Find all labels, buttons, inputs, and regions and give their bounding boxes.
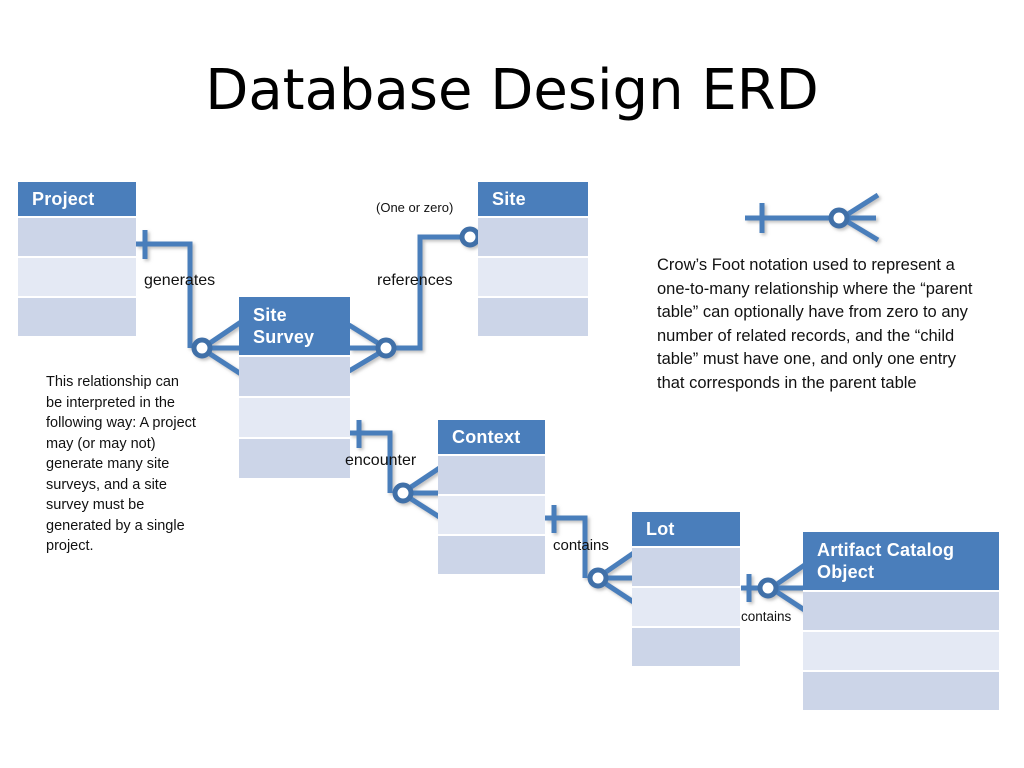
entity-site-survey-row-3 (239, 437, 350, 478)
entity-site-survey-name-line2: Survey (253, 327, 315, 347)
relationship-label-contains-artifact: contains (741, 609, 792, 624)
connector-contains-artifact (741, 561, 808, 614)
legend-crowsfoot-symbol (745, 192, 880, 243)
entity-context-row-3 (438, 534, 545, 574)
entity-site[interactable]: Site (478, 182, 588, 336)
entity-artifact-row-2 (803, 630, 999, 670)
entity-site-row-1 (478, 216, 588, 256)
entity-context-header: Context (438, 420, 545, 454)
entity-artifact-row-1 (803, 590, 999, 630)
entity-site-survey-header: Site Survey (239, 297, 350, 355)
entity-site-survey-row-1 (239, 355, 350, 396)
entity-project-row-3 (18, 296, 136, 336)
entity-site-survey-name-line1: Site (253, 305, 287, 325)
entity-artifact-row-3 (803, 670, 999, 710)
relationship-label-contains-lot: contains (553, 537, 609, 554)
entity-artifact-catalog-object-header: Artifact Catalog Object (803, 532, 999, 590)
entity-context-row-1 (438, 454, 545, 494)
annotation-one-or-zero: (One or zero) (376, 200, 454, 215)
annotation-legend-note: Crow’s Foot notation used to represent a… (657, 256, 973, 392)
entity-context[interactable]: Context (438, 420, 545, 574)
entity-lot-row-2 (632, 586, 740, 626)
entity-project-row-2 (18, 256, 136, 296)
entity-site-header: Site (478, 182, 588, 216)
entity-artifact-catalog-object[interactable]: Artifact Catalog Object (803, 532, 999, 710)
entity-project-header: Project (18, 182, 136, 216)
relationship-label-generates: generates (144, 272, 216, 289)
entity-context-row-2 (438, 494, 545, 534)
page-title: Database Design ERD (205, 58, 819, 123)
entity-lot-row-1 (632, 546, 740, 586)
entity-site-row-2 (478, 256, 588, 296)
entity-artifact-name-line2: Object (817, 562, 875, 582)
entity-project-row-1 (18, 216, 136, 256)
entity-site-survey[interactable]: Site Survey (239, 297, 350, 478)
entity-project[interactable]: Project (18, 182, 136, 336)
entity-site-survey-row-2 (239, 396, 350, 437)
relationship-label-encounter: encounter (345, 452, 417, 469)
connector-references (347, 226, 481, 374)
entity-lot[interactable]: Lot (632, 512, 740, 666)
entity-lot-row-3 (632, 626, 740, 666)
relationship-label-references: references (377, 272, 453, 289)
entity-artifact-name-line1: Artifact Catalog (817, 540, 955, 560)
entity-lot-header: Lot (632, 512, 740, 546)
connector-generates (136, 230, 243, 377)
annotation-left-note: This relationship can be interpreted in … (46, 374, 196, 554)
entity-site-row-3 (478, 296, 588, 336)
